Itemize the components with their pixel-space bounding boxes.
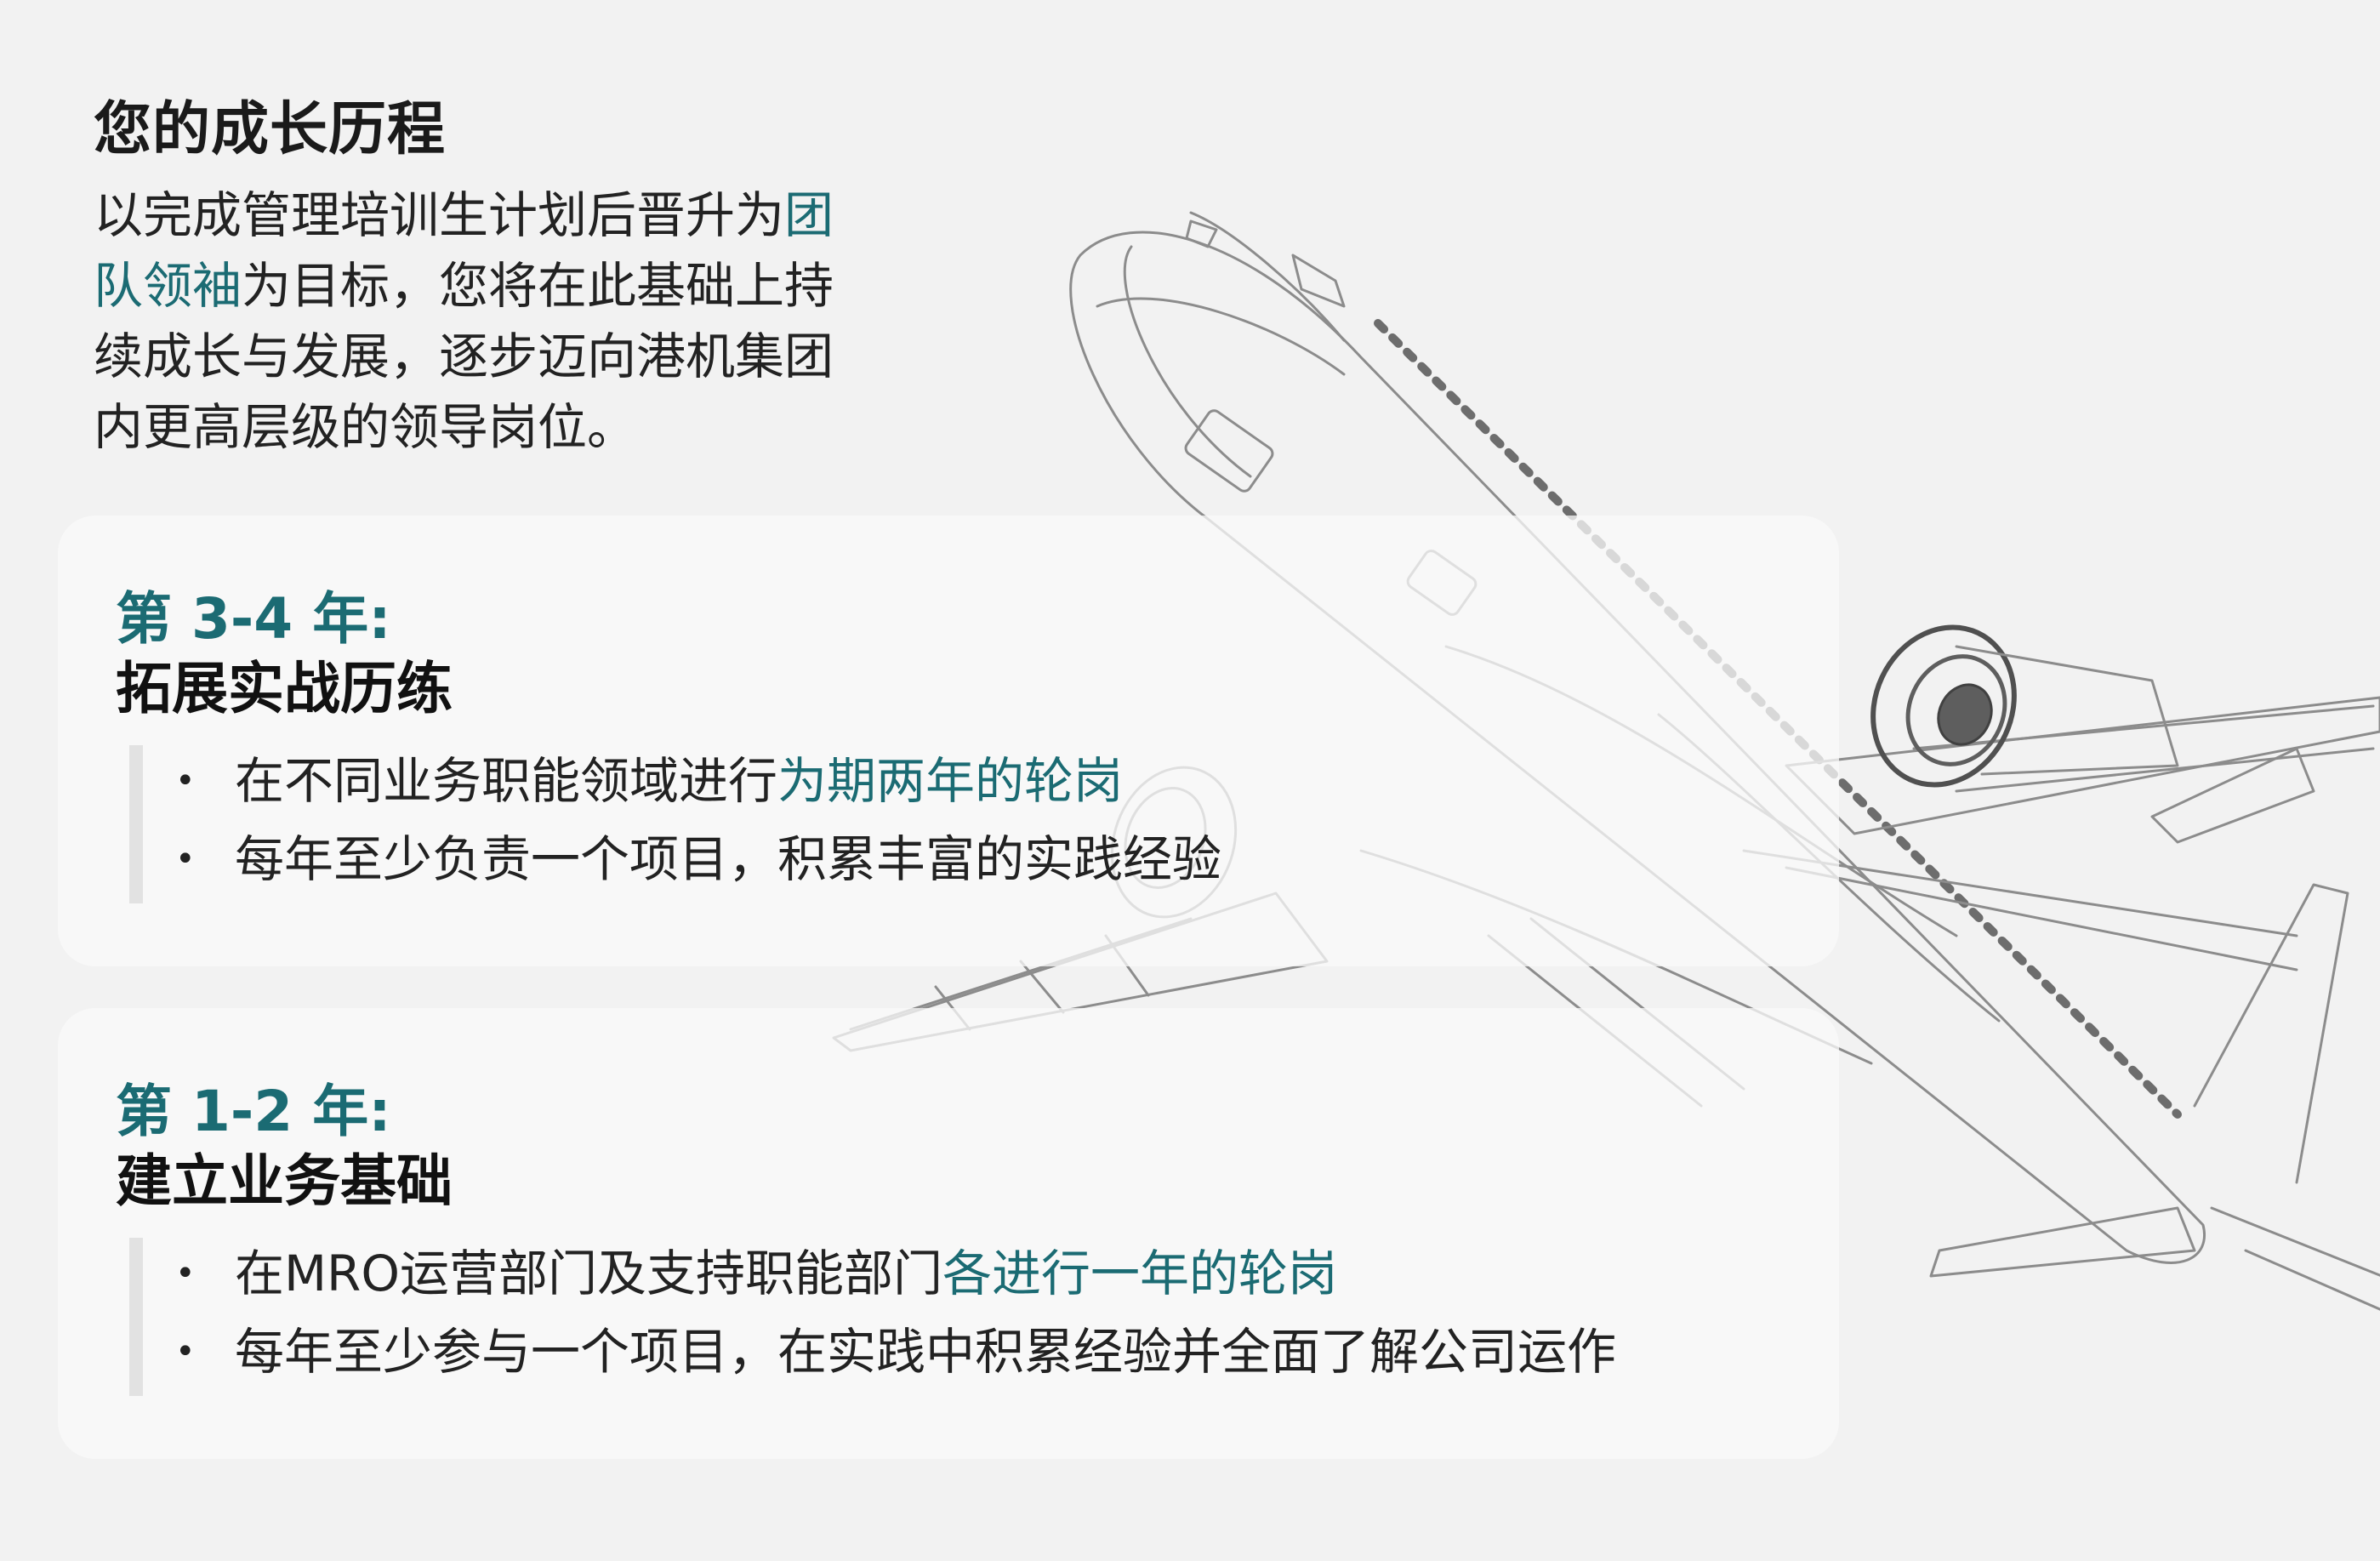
intro-text-2: 为目标，您将在此基础上持续成长与发展，逐步迈向港机集团内更高层级的领导岗位。 xyxy=(94,257,834,456)
bullet-icon: • xyxy=(175,839,196,879)
stage-title: 建立业务基础 xyxy=(116,1148,453,1214)
bullet-highlight: 为期两年的轮岗 xyxy=(777,752,1124,810)
stage-card-years-1-2: 第 1-2 年: 建立业务基础 • 在MRO运营部门及支持职能部门各进行一年的轮岗… xyxy=(58,1008,1839,1459)
intro-paragraph: 以完成管理培训生计划后晋升为团队领袖为目标，您将在此基础上持续成长与发展，逐步迈… xyxy=(94,180,876,463)
stage-year: 第 1-2 年: xyxy=(116,1079,391,1144)
stage-card-years-3-4: 第 3-4 年: 拓展实战历练 • 在不同业务职能领域进行为期两年的轮岗 • 每年至… xyxy=(58,516,1839,966)
bullet-text: 在MRO运营部门及支持职能部门 xyxy=(235,1245,942,1302)
bullet-text: 每年至少参与一个项目，在实践中积累经验并全面了解公司运作 xyxy=(235,1322,1617,1381)
list-item: • 在MRO运营部门及支持职能部门各进行一年的轮岗 xyxy=(175,1236,1616,1314)
bullet-icon: • xyxy=(175,761,196,800)
intro-text-1: 以完成管理培训生计划后晋升为 xyxy=(94,186,785,244)
stage-divider xyxy=(129,745,143,903)
bullet-text: 每年至少负责一个项目，积累丰富的实践经验 xyxy=(235,829,1222,888)
stage-title: 拓展实战历练 xyxy=(116,656,453,721)
stage-year: 第 3-4 年: xyxy=(116,586,391,652)
list-item: • 每年至少参与一个项目，在实践中积累经验并全面了解公司运作 xyxy=(175,1314,1616,1393)
stage-bullet-list: • 在不同业务职能领域进行为期两年的轮岗 • 每年至少负责一个项目，积累丰富的实践经… xyxy=(175,743,1221,900)
intro-highlight: 团队领袖 xyxy=(94,186,834,315)
bullet-highlight: 各进行一年的轮岗 xyxy=(942,1245,1338,1302)
bullet-text: 在不同业务职能领域进行 xyxy=(235,752,778,810)
list-item: • 每年至少负责一个项目，积累丰富的实践经验 xyxy=(175,822,1221,900)
stage-bullet-list: • 在MRO运营部门及支持职能部门各进行一年的轮岗 • 每年至少参与一个项目，在实践… xyxy=(175,1236,1616,1393)
page-title: 您的成长历程 xyxy=(94,96,447,163)
bullet-icon: • xyxy=(175,1253,196,1293)
stage-divider xyxy=(129,1238,143,1396)
list-item: • 在不同业务职能领域进行为期两年的轮岗 xyxy=(175,743,1221,822)
bullet-icon: • xyxy=(175,1331,196,1371)
